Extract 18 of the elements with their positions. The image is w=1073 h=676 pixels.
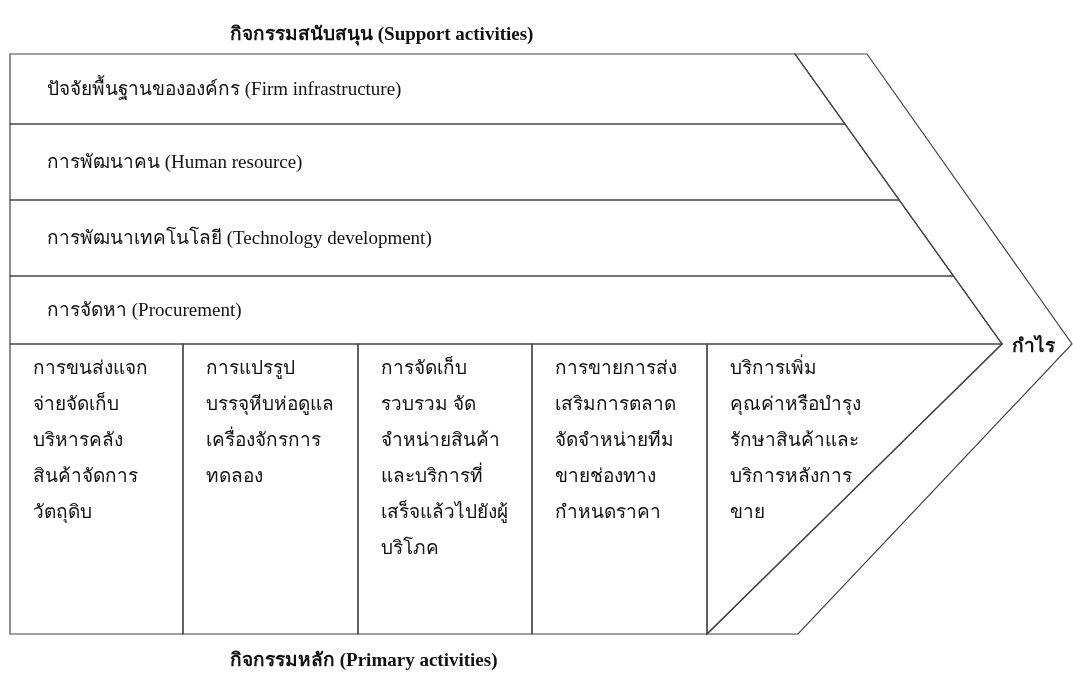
activity-label: การขนส่งแจกจ่ายจัดเก็บบริหารคลังสินค้าจัดการวัตถุดิบ	[33, 356, 149, 525]
activity-label: การจัดหา (Procurement)	[47, 298, 242, 322]
activity-label: ปัจจัยพื้นฐานขององค์กร (Firm infrastructure)	[47, 71, 402, 107]
activity-label: การจัดเก็บรวบรวม จัดจำหน่ายสินค้าและบริการที่เสร็จแล้วไปยังผู้บริโภค	[381, 355, 509, 560]
diagram-title: กิจกรรมสนับสนุน (Support activities)	[230, 22, 534, 48]
activity-label: การแปรรูปบรรจุหีบห่อดูแลเครื่องจักรการทดลอง	[206, 356, 335, 488]
primary-activity-cell	[183, 344, 358, 634]
support-activity-band	[10, 276, 1002, 344]
activity-label: การพัฒนาคน (Human resource)	[47, 150, 303, 174]
primary-activity-cell	[358, 344, 532, 634]
activity-label: การขายการส่งเสริมการตลาดจัดจำหน่ายทีมขายช่องทางกำหนดราคา	[555, 356, 678, 524]
activity-label: การพัฒนาเทคโนโลยี (Technology development)	[47, 225, 432, 250]
primary-activity-cell	[10, 344, 183, 634]
primary-activity-cell	[532, 344, 707, 634]
activity-label: บริการเพิ่มคุณค่าหรือบำรุงรักษาสินค้าและบริการหลังการขาย	[730, 350, 870, 530]
primary-activity-cell	[707, 344, 1002, 634]
margin-chevron	[707, 54, 1073, 634]
diagram-caption: กิจกรรมหลัก (Primary activities)	[230, 648, 498, 672]
